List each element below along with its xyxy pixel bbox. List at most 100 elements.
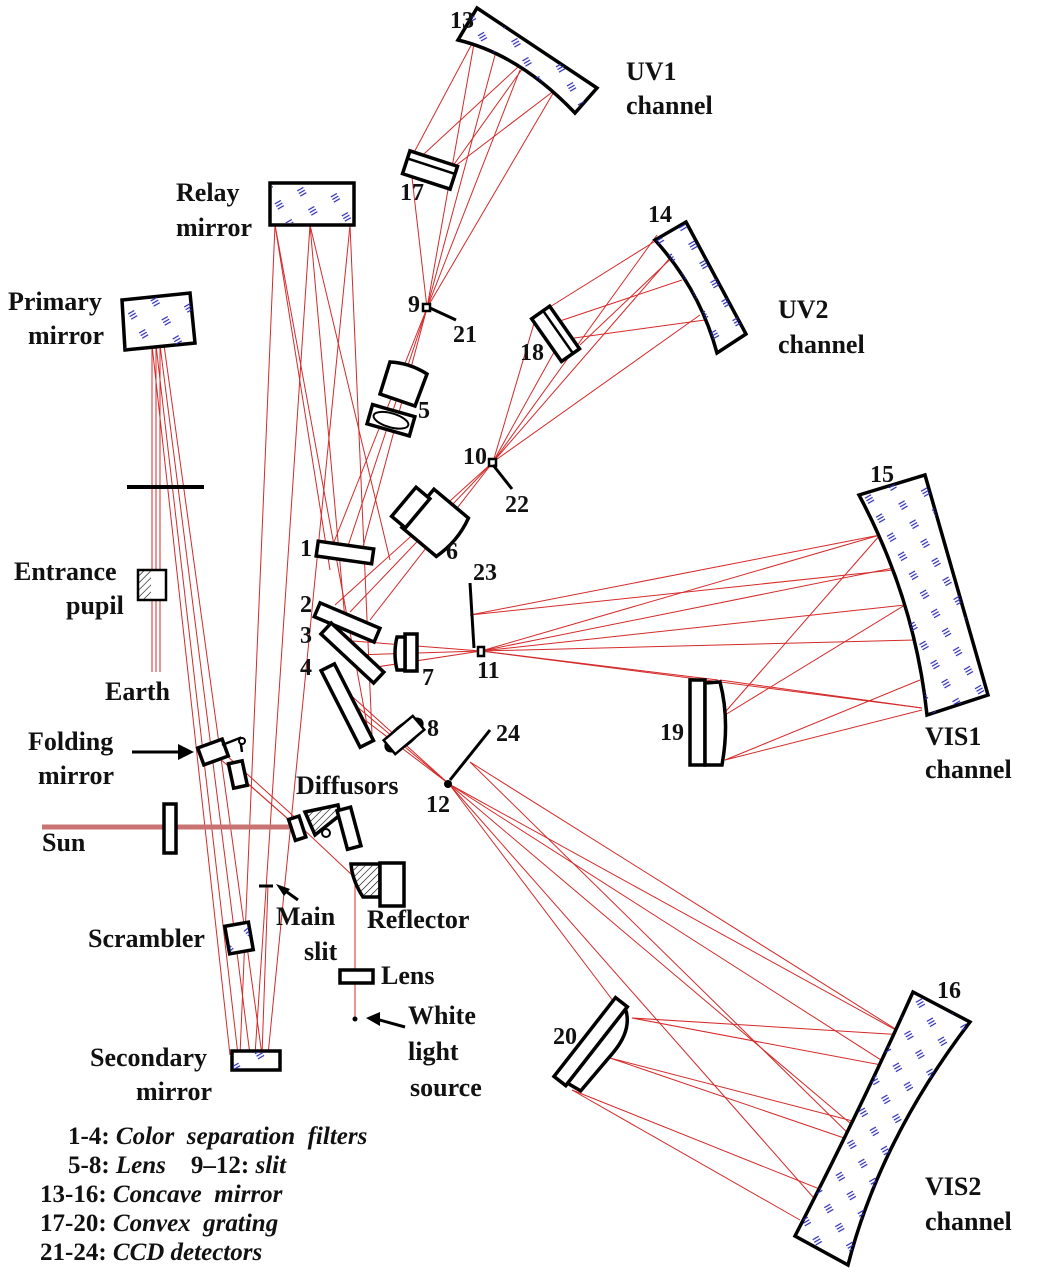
label-uv1: UV1 <box>626 57 677 86</box>
number-8: 8 <box>427 716 439 742</box>
number-21: 21 <box>453 322 477 348</box>
label-primary: Primary <box>8 287 102 316</box>
number-24: 24 <box>496 721 520 747</box>
number-7: 7 <box>422 665 434 691</box>
label-white: White <box>408 1001 476 1030</box>
label-entrance-pupil: pupil <box>66 591 124 620</box>
light-rays <box>151 37 923 1221</box>
lens-8 <box>381 714 427 756</box>
filter-4 <box>318 661 376 750</box>
number-23: 23 <box>473 560 497 586</box>
number-12: 12 <box>426 792 450 818</box>
filter-3 <box>318 620 387 686</box>
label-primary-mirror: mirror <box>28 321 104 350</box>
ccd-detector-24 <box>448 729 492 781</box>
label-main: Main <box>276 902 336 931</box>
legend-key: 9–12: <box>190 1152 250 1179</box>
convex-grating-19 <box>688 678 728 767</box>
legend-row-convex-grating: 17-20: Convex grating <box>0 1209 367 1238</box>
legend-key: 17-20: <box>40 1210 107 1237</box>
number-9: 9 <box>408 292 420 318</box>
legend-value: Color separation filters <box>115 1123 368 1150</box>
label-entrance: Entrance <box>14 557 117 586</box>
legend-row-filters: 1-4: Color separation filters <box>0 1122 367 1151</box>
slit-9 <box>421 302 432 313</box>
number-13: 13 <box>450 8 474 34</box>
component-labels: UV1 channel UV2 channel VIS1 channel VIS… <box>8 57 1012 1236</box>
ccd-detector-22 <box>491 464 514 490</box>
number-1: 1 <box>300 536 312 562</box>
number-18: 18 <box>520 340 544 366</box>
number-6: 6 <box>446 539 458 565</box>
number-20: 20 <box>553 1024 577 1050</box>
legend-value: slit <box>255 1152 287 1179</box>
label-secondary-mirror: mirror <box>136 1077 212 1106</box>
lens-6 <box>389 484 471 559</box>
number-14: 14 <box>648 202 672 228</box>
label-earth: Earth <box>105 677 171 706</box>
legend-value: Concave mirror <box>112 1181 283 1208</box>
number-2: 2 <box>300 592 312 618</box>
lens-5 <box>364 360 430 439</box>
legend-value: CCD detectors <box>112 1239 263 1266</box>
number-22: 22 <box>505 492 529 518</box>
slit-11 <box>476 645 486 658</box>
convex-grating-17 <box>400 148 460 192</box>
number-19: 19 <box>660 720 684 746</box>
number-16: 16 <box>937 978 961 1004</box>
slit-12 <box>444 780 452 788</box>
reflector <box>349 861 406 908</box>
label-uv2: UV2 <box>778 295 829 324</box>
legend: 1-4: Color separation filters 5-8: Lens … <box>0 1122 367 1267</box>
label-vis2: VIS2 <box>925 1172 981 1201</box>
slit-10 <box>487 457 498 468</box>
component-numbers: 1 2 3 4 5 6 7 8 9 10 11 12 13 14 15 16 1… <box>300 8 961 1050</box>
legend-value: Convex grating <box>112 1210 279 1237</box>
label-scrambler: Scrambler <box>88 924 205 953</box>
sun-window <box>162 802 178 855</box>
label-relay-mirror: mirror <box>176 213 252 242</box>
label-source: source <box>410 1073 482 1102</box>
label-secondary: Secondary <box>90 1043 207 1072</box>
legend-key: 13-16: <box>40 1181 107 1208</box>
convex-grating-20 <box>551 995 630 1094</box>
number-5: 5 <box>418 398 430 424</box>
ccd-detector-23 <box>468 582 476 649</box>
label-vis2-channel: channel <box>925 1207 1012 1236</box>
ccd-detector-21 <box>429 306 457 322</box>
number-11: 11 <box>477 658 500 684</box>
label-relay: Relay <box>176 178 240 207</box>
label-reflector: Reflector <box>367 905 469 934</box>
number-17: 17 <box>400 180 424 206</box>
filter-1 <box>314 539 376 566</box>
white-light-source <box>352 1016 358 1022</box>
label-vis1-channel: channel <box>925 755 1012 784</box>
convex-grating-18 <box>529 303 582 364</box>
label-lens: Lens <box>381 961 434 990</box>
legend-key: 5-8: <box>68 1152 110 1179</box>
label-folding-mirror: mirror <box>38 761 114 790</box>
label-uv2-channel: channel <box>778 330 865 359</box>
label-vis1: VIS1 <box>925 722 981 751</box>
number-10: 10 <box>463 444 487 470</box>
label-light: light <box>408 1037 459 1066</box>
legend-row-lens-slit: 5-8: Lens 9–12: slit <box>0 1151 367 1180</box>
label-uv1-channel: channel <box>626 91 713 120</box>
legend-row-ccd: 21-24: CCD detectors <box>0 1238 367 1267</box>
legend-key: 21-24: <box>40 1239 107 1266</box>
number-15: 15 <box>870 462 894 488</box>
legend-key: 1-4: <box>68 1123 110 1150</box>
legend-value: Lens <box>115 1152 166 1179</box>
number-3: 3 <box>300 623 312 649</box>
legend-row-concave-mirror: 13-16: Concave mirror <box>0 1180 367 1209</box>
calibration-lens <box>338 968 375 985</box>
diffusors <box>286 802 364 852</box>
number-4: 4 <box>300 655 312 681</box>
label-diffusors: Diffusors <box>296 771 399 800</box>
scrambler <box>222 920 256 956</box>
filter-2 <box>311 600 383 645</box>
lens-7 <box>393 632 419 673</box>
label-sun: Sun <box>42 828 86 857</box>
label-folding: Folding <box>28 727 113 756</box>
